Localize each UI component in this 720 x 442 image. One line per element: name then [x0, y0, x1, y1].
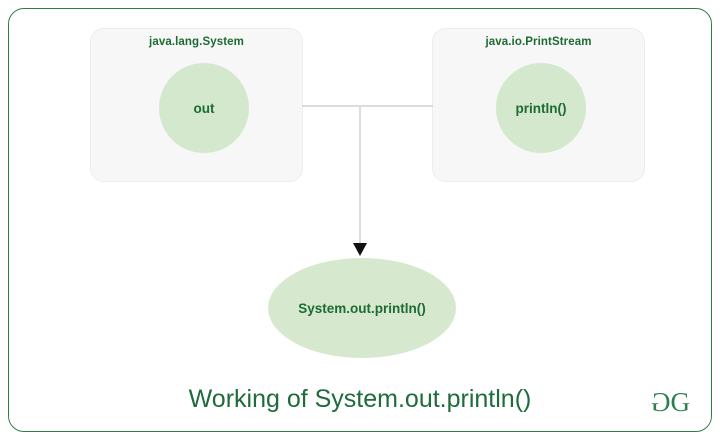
- outer-frame: [8, 8, 712, 432]
- member-circle-label: out: [193, 100, 215, 116]
- down-arrow-icon: [353, 243, 367, 256]
- diagram-caption: Working of System.out.println(): [188, 385, 532, 413]
- connector-vertical-line: [359, 105, 361, 246]
- member-circle-label: println(): [515, 100, 567, 116]
- result-ellipse-label: System.out.println(): [298, 300, 426, 316]
- result-ellipse-system-out-println: System.out.println(): [268, 258, 456, 358]
- class-box-title: java.lang.System: [149, 36, 244, 48]
- class-box-title: java.io.PrintStream: [485, 36, 592, 48]
- geeksforgeeks-logo: GG: [652, 386, 700, 418]
- logo-g-icon: G: [670, 387, 690, 417]
- logo-mirrored-g-icon: G: [652, 387, 671, 417]
- class-box-java-io-printstream: java.io.PrintStream println(): [432, 28, 645, 182]
- member-circle-out: out: [159, 63, 249, 153]
- connector-horizontal-line: [302, 105, 433, 107]
- class-box-java-lang-system: java.lang.System out: [90, 28, 303, 182]
- member-circle-println: println(): [496, 63, 586, 153]
